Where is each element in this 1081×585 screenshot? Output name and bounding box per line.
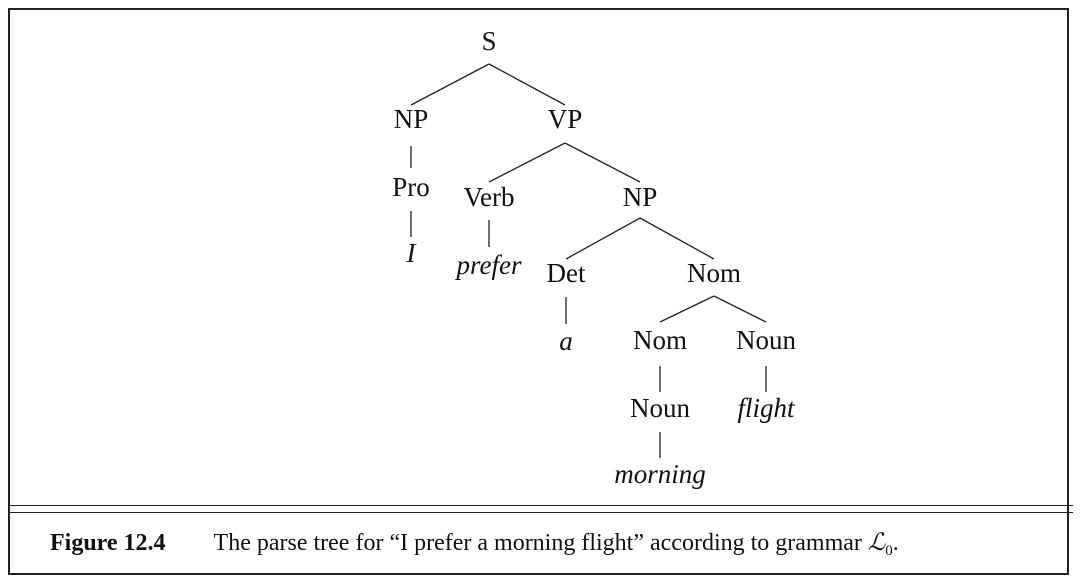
node-np-subject: NP [394,104,429,134]
edge-np-det [565,217,641,260]
node-vp: VP [548,104,583,134]
figure-label: Figure 12.4 [50,530,166,556]
leaf-i: I [406,238,418,268]
caption-divider-bottom [8,512,1073,513]
figure-frame [8,8,1069,575]
edge-nom-noun [713,295,767,323]
node-det: Det [547,258,586,288]
node-nom-inner: Nom [633,325,687,355]
edge-s-np [410,63,490,106]
leaf-prefer: prefer [455,250,522,280]
grammar-symbol: ℒ [867,528,886,556]
node-s: S [481,26,496,56]
node-pro: Pro [392,172,430,202]
caption-divider-top [8,505,1073,506]
node-np-object: NP [623,182,658,212]
leaf-morning: morning [614,459,706,489]
edge-vp-verb [488,142,566,183]
edge-vp-np [564,142,641,183]
grammar-subscript: 0 [885,543,893,559]
caption-text: The parse tree for “I prefer a morning f… [213,530,868,556]
node-noun-modifier: Noun [630,393,690,423]
edge-nom-nom [659,295,715,323]
leaf-a: a [559,326,573,356]
node-verb: Verb [464,182,515,212]
parse-tree: S NP VP Pro I Verb NP prefer Det Nom a N… [392,26,796,489]
node-nom-top: Nom [687,258,741,288]
leaf-flight: flight [737,393,796,423]
edge-s-vp [488,63,566,106]
figure-caption: Figure 12.4 The parse tree for “I prefer … [50,528,899,560]
edge-np-nom [639,217,715,260]
node-noun-head: Noun [736,325,796,355]
caption-end: . [892,530,899,556]
